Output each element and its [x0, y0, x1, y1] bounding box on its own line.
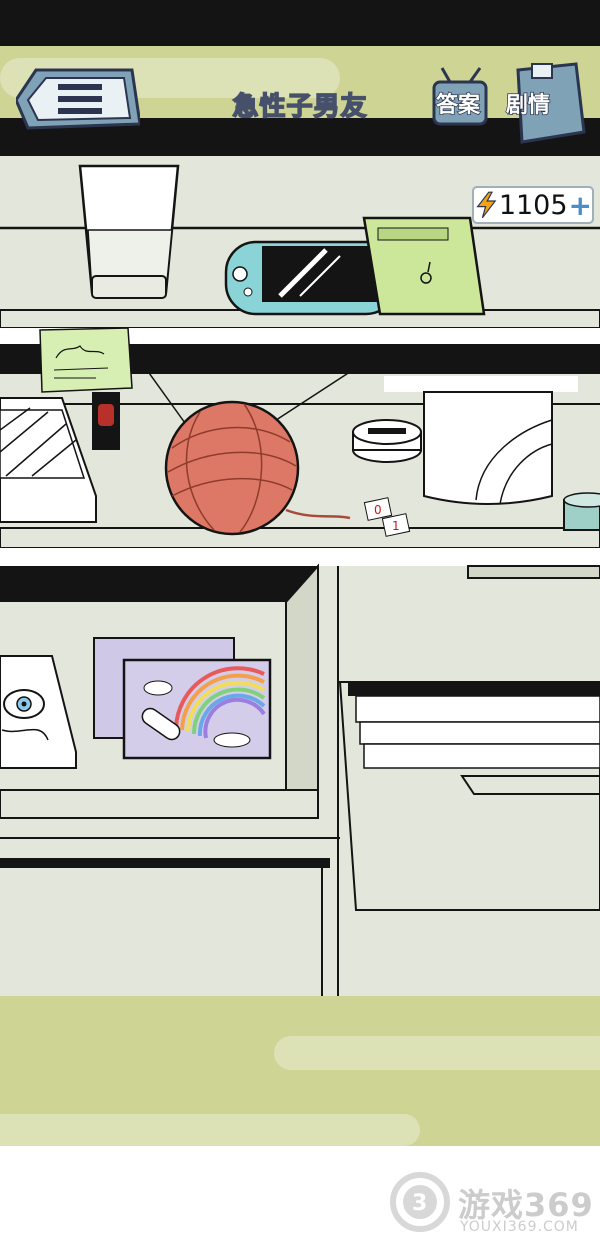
tissue-box[interactable]: [384, 376, 578, 505]
menu-icon: [58, 84, 102, 114]
glass-cup[interactable]: [78, 164, 180, 299]
answer-label: 答案: [436, 92, 481, 118]
svg-text:3: 3: [412, 1191, 427, 1216]
answer-button[interactable]: 答案: [432, 66, 488, 128]
energy-value: 1105: [498, 189, 568, 221]
green-book[interactable]: [362, 216, 486, 316]
sticky-note[interactable]: [39, 327, 133, 393]
energy-plus-button[interactable]: +: [568, 188, 592, 222]
striped-box[interactable]: [0, 397, 97, 523]
level-title: 急性子男友: [232, 91, 368, 123]
lipstick[interactable]: [92, 392, 120, 450]
story-button[interactable]: 剧情: [500, 62, 586, 146]
small-tin[interactable]: [563, 492, 600, 531]
tv-icon: [432, 67, 488, 126]
watermark-url: YOUXI369.COM: [460, 1219, 579, 1235]
yarn-ball[interactable]: [164, 400, 351, 536]
playing-cards[interactable]: 0 1: [363, 497, 411, 537]
watermark-brand: 游戏369: [458, 1186, 594, 1224]
menu-button[interactable]: [14, 66, 142, 132]
card-one: 1: [392, 519, 400, 533]
notebook-icon: [516, 62, 586, 144]
shelf-2: [0, 527, 600, 549]
open-drawer[interactable]: [338, 681, 600, 911]
phone-box[interactable]: [0, 655, 77, 769]
sanitary-pads[interactable]: [93, 637, 272, 760]
tape-roll[interactable]: [352, 419, 422, 463]
top-bar: [0, 0, 600, 46]
handheld-console[interactable]: [224, 240, 398, 316]
card-zero: 0: [374, 503, 382, 517]
story-label: 剧情: [506, 92, 550, 118]
energy-counter[interactable]: 1105 +: [472, 186, 594, 224]
lightning-icon: [476, 191, 497, 219]
watermark-logo-icon: 3: [390, 1170, 450, 1234]
